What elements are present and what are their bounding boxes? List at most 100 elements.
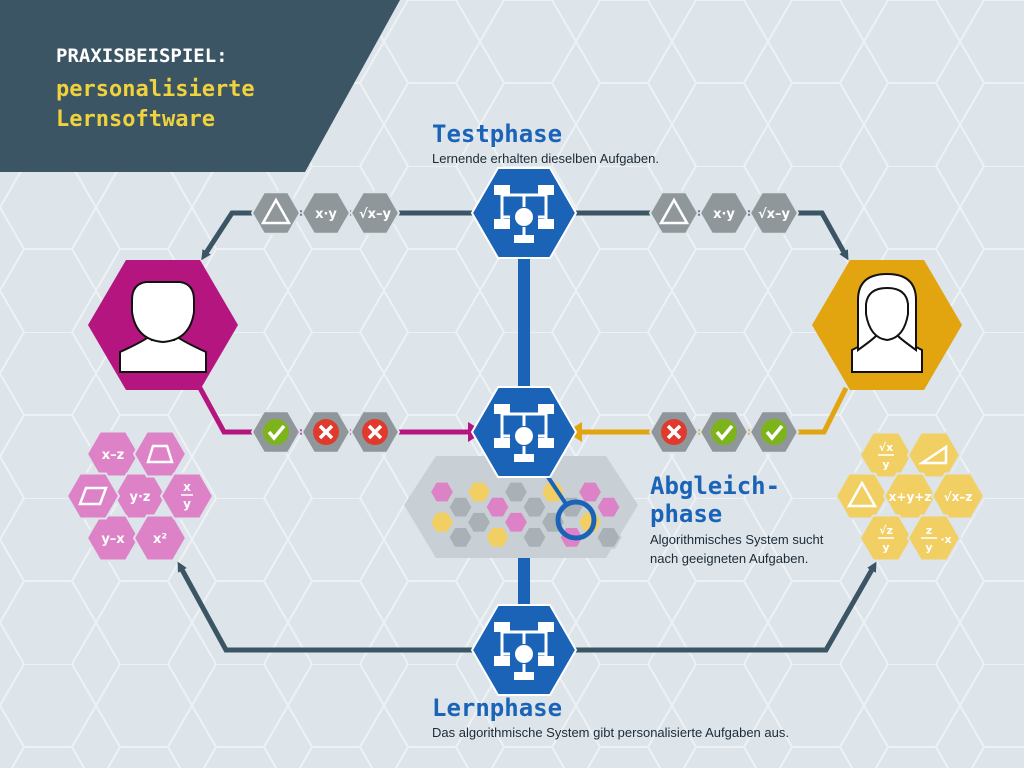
results-right xyxy=(648,410,800,454)
lernphase-title: Lernphase xyxy=(432,694,562,722)
pink-task-label: x² xyxy=(153,532,167,547)
matching-cell xyxy=(447,495,474,519)
check-icon-bg xyxy=(761,419,787,445)
abgleich-title-line1: Abgleich- xyxy=(650,472,780,500)
learner-girl xyxy=(812,260,962,390)
matching-cell xyxy=(484,525,511,549)
algorithm-node-test xyxy=(470,166,578,260)
matching-cell xyxy=(447,525,474,549)
personalized-tasks-pink: x–z y·z y–x x² xy xyxy=(65,430,215,562)
fraction-numerator: √x xyxy=(879,441,893,454)
wrong-result xyxy=(300,410,352,454)
task-token-hex xyxy=(349,191,401,235)
fraction-denominator: y xyxy=(925,541,932,554)
yellow-task-label: x+y+z xyxy=(889,490,932,504)
parallelogram-task xyxy=(65,472,121,520)
correct-result xyxy=(250,410,302,454)
flowchart-icon xyxy=(494,185,554,243)
fraction-denominator: y xyxy=(183,497,191,511)
matching-cell xyxy=(502,510,530,534)
cross-icon xyxy=(666,424,682,440)
abgleich-title-line2: phase xyxy=(650,500,722,528)
banner-label: PRAXISBEISPIEL: xyxy=(56,45,228,67)
matching-cell xyxy=(595,525,622,549)
pink-task: x² xyxy=(132,514,188,562)
trapezoid-task xyxy=(132,430,188,478)
pink-task-label: y·z xyxy=(130,490,151,505)
pink-task-hex xyxy=(132,514,188,562)
pink-task-hex xyxy=(132,430,188,478)
pink-task-label: y–x xyxy=(101,532,125,547)
matching-cell xyxy=(484,495,511,519)
abgleich-description-line1: Algorithmisches System sucht xyxy=(650,532,824,547)
testphase-description: Lernende erhalten dieselben Aufgaben. xyxy=(432,151,659,166)
task-token-label: x·y xyxy=(713,207,735,222)
flowchart-icon xyxy=(494,622,554,680)
triangle-icon xyxy=(658,197,690,225)
lernphase-description: Das algorithmische System gibt personali… xyxy=(432,725,789,740)
fraction-task: xy xyxy=(159,472,215,520)
task-token: x·y xyxy=(698,191,750,235)
pink-task: x–z xyxy=(85,430,141,478)
task-token-label: x·y xyxy=(315,207,337,222)
algorithm-node-learning xyxy=(470,603,578,697)
task-token-label: √x–y xyxy=(359,207,392,222)
fraction-numerator: x xyxy=(183,480,191,494)
learner-boy xyxy=(88,260,238,390)
cross-icon xyxy=(367,424,383,440)
matching-cell xyxy=(428,510,456,534)
yellow-task: zy ·x xyxy=(906,514,962,562)
task-token-label: √x–y xyxy=(758,207,791,222)
yellow-task: √zy xyxy=(858,514,914,562)
yellow-task: x+y+z xyxy=(882,472,938,520)
fraction-numerator: z xyxy=(926,524,932,537)
correct-result xyxy=(748,410,800,454)
cross-icon xyxy=(318,424,334,440)
pink-task-hex xyxy=(159,472,215,520)
matching-cell xyxy=(465,480,493,504)
correct-result xyxy=(698,410,750,454)
flowchart-icon xyxy=(494,404,554,462)
banner-title-line2: Lernsoftware xyxy=(56,107,215,132)
right-triangle-icon xyxy=(917,444,948,465)
fraction-numerator: √z xyxy=(879,524,893,537)
fraction-denominator: y xyxy=(882,458,889,471)
matching-cell xyxy=(576,480,604,504)
algorithm-node-matching xyxy=(470,385,578,479)
matching-cell xyxy=(521,525,548,549)
triangle-icon xyxy=(846,480,878,508)
wrong-result xyxy=(648,410,700,454)
task-token: √x–y xyxy=(349,191,401,235)
task-tokens-right: x·y √x–y xyxy=(648,191,800,235)
abgleich-description-line2: nach geeigneten Aufgaben. xyxy=(650,551,808,566)
triangle-task-token xyxy=(250,191,302,235)
boy-head-icon xyxy=(119,281,207,373)
matching-cell xyxy=(428,480,456,504)
task-token: x·y xyxy=(300,191,352,235)
banner-title-line1: personalisierte xyxy=(56,77,255,102)
results-left xyxy=(250,410,401,454)
testphase-title: Testphase xyxy=(432,120,562,148)
matching-cell xyxy=(465,510,493,534)
task-tokens-left: x·y √x–y xyxy=(250,191,401,235)
check-icon-bg xyxy=(711,419,737,445)
magnifier-icon xyxy=(544,472,597,541)
task-token: √x–y xyxy=(748,191,800,235)
girl-head-icon xyxy=(851,272,923,373)
fraction-suffix: ·x xyxy=(940,533,951,546)
task-token-hex xyxy=(698,191,750,235)
triangle-icon xyxy=(260,197,292,225)
matching-cell xyxy=(595,495,622,519)
check-icon xyxy=(267,424,286,441)
check-icon xyxy=(715,424,734,441)
pink-task-hex xyxy=(65,472,121,520)
yellow-task-label: √x–z xyxy=(944,490,973,504)
triangle-task-token xyxy=(648,191,700,235)
parallelogram-icon xyxy=(78,486,108,506)
matching-cell xyxy=(539,480,567,504)
trapezoid-icon xyxy=(146,444,174,464)
matching-cell xyxy=(502,480,530,504)
check-icon-bg xyxy=(263,419,289,445)
title-banner: PRAXISBEISPIEL: personalisierte Lernsoft… xyxy=(0,0,400,172)
